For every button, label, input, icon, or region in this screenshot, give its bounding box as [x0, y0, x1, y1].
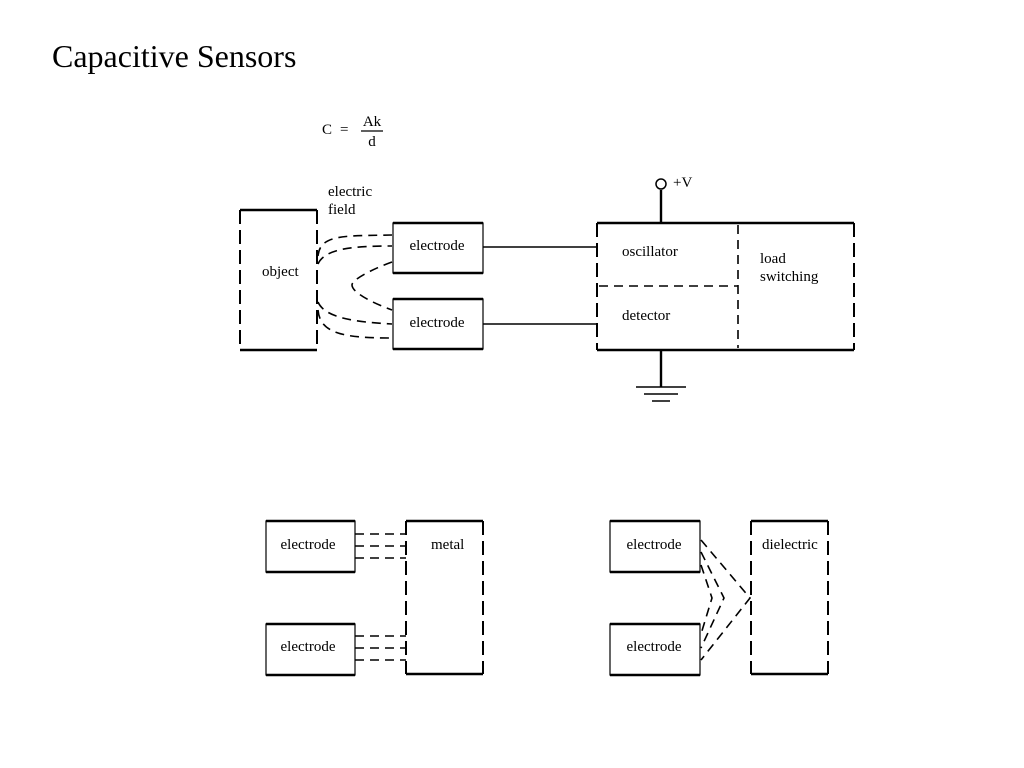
oscillator-label: oscillator: [622, 244, 678, 260]
metal-electrode-top-label: electrode: [281, 537, 336, 553]
electric-field-label-line1: electric: [328, 184, 372, 200]
dielectric-target-diagram: electrode electrode dielectric: [609, 519, 829, 677]
electrode-top-label: electrode: [410, 238, 465, 254]
electrode-bottom-label: electrode: [410, 315, 465, 331]
slide-title: Capacitive Sensors: [52, 38, 297, 74]
electrode-top: electrode: [392, 221, 484, 275]
dielectric-target-label: dielectric: [762, 537, 818, 553]
dielectric-field-lines: [700, 539, 752, 661]
electrode-bottom: electrode: [392, 297, 484, 351]
load-label-line1: load: [760, 251, 786, 267]
dielectric-target-box: dielectric: [750, 519, 829, 676]
dielectric-electrode-top-label: electrode: [627, 537, 682, 553]
metal-target-box: metal: [405, 519, 484, 676]
supply-label: +V: [673, 175, 692, 191]
ground-icon: [636, 350, 686, 402]
metal-target-label: metal: [431, 537, 464, 553]
dielectric-electrode-bottom: electrode: [609, 622, 701, 677]
electric-field-lines: [317, 234, 393, 339]
metal-electrode-bottom-label: electrode: [281, 639, 336, 655]
metal-electrode-bottom: electrode: [265, 622, 356, 677]
capacitance-formula: C = Ak d: [322, 114, 383, 150]
electric-field-label-line2: field: [328, 202, 356, 218]
metal-electrode-top: electrode: [265, 519, 356, 574]
formula-numerator: Ak: [363, 114, 382, 130]
formula-equals: =: [340, 122, 348, 138]
dielectric-electrode-top: electrode: [609, 519, 701, 574]
metal-field-lines: [355, 533, 406, 661]
sensor-system-diagram: electric field object electrode: [239, 175, 855, 402]
object-label: object: [262, 264, 299, 280]
metal-target-diagram: electrode electrode metal: [265, 519, 484, 677]
object-box: object: [239, 208, 318, 352]
detector-label: detector: [622, 308, 670, 324]
supply-terminal: +V: [655, 175, 692, 223]
formula-lhs: C: [322, 122, 332, 138]
formula-denominator: d: [368, 134, 376, 150]
dielectric-electrode-bottom-label: electrode: [627, 639, 682, 655]
load-label-line2: switching: [760, 269, 819, 285]
electronics-box: oscillator detector load switching: [596, 221, 855, 352]
